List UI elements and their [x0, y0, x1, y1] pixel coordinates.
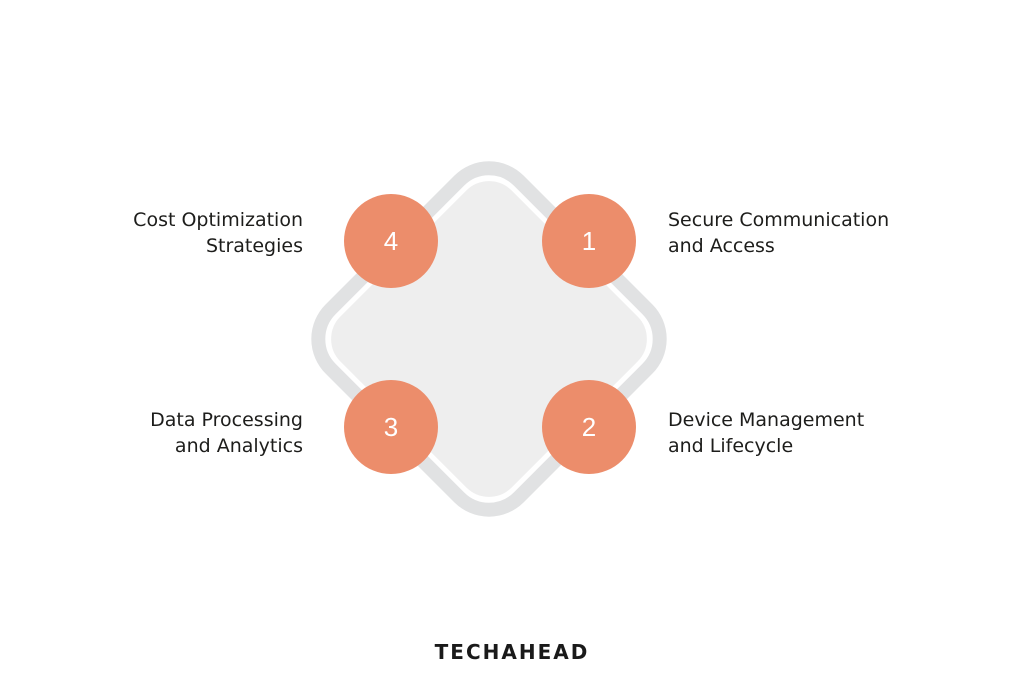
step-4-label: Cost Optimization Strategies [133, 207, 303, 259]
step-1-label: Secure Communication and Access [668, 207, 889, 259]
step-2-label-line1: Device Management [668, 409, 865, 431]
step-3-label-line1: Data Processing [150, 409, 303, 431]
step-1-label-line2: and Access [668, 235, 775, 257]
step-4-badge: 4 [344, 194, 438, 288]
step-3-badge: 3 [344, 380, 438, 474]
step-3-label-line2: and Analytics [174, 435, 303, 457]
step-2-label-line2: and Lifecycle [668, 435, 794, 457]
step-1-badge: 1 [542, 194, 636, 288]
step-2-label: Device Management and Lifecycle [668, 407, 864, 459]
step-4-label-line2: Strategies [205, 235, 303, 257]
step-4-label-line1: Cost Optimization [133, 209, 303, 231]
step-1-label-line1: Secure Communication [668, 209, 890, 231]
step-2-badge: 2 [542, 380, 636, 474]
step-3-label: Data Processing and Analytics [150, 407, 303, 459]
techahead-logo: TECHAHEAD [434, 640, 590, 664]
